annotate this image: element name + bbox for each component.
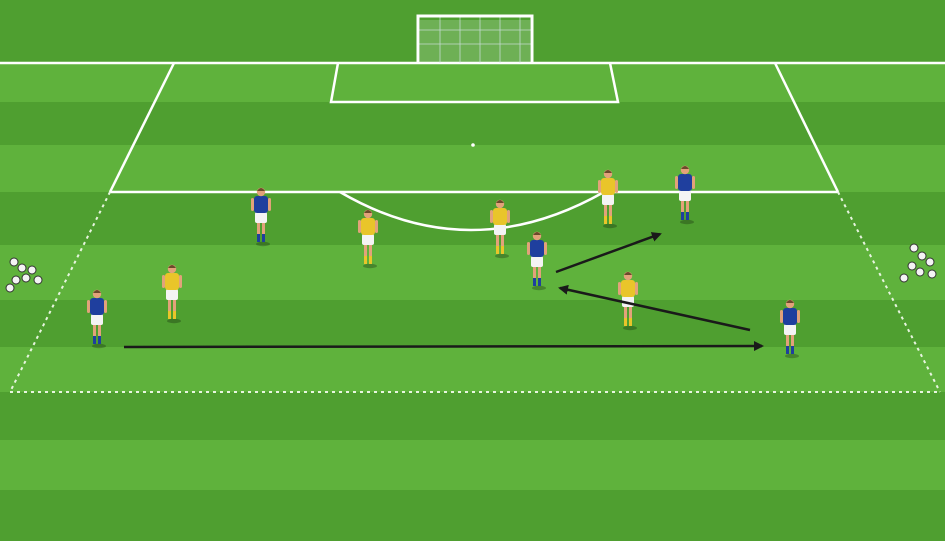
pass-arrow <box>124 346 762 347</box>
grass-stripe <box>0 347 945 392</box>
grass-stripe <box>0 145 945 192</box>
goal <box>418 16 532 63</box>
grass-stripe <box>0 490 945 541</box>
grass-stripe <box>0 392 945 440</box>
grass-stripe <box>0 440 945 490</box>
penalty-spot <box>471 143 475 147</box>
grass-stripe <box>0 300 945 347</box>
grass-stripe <box>0 63 945 102</box>
grass-stripe <box>0 192 945 245</box>
grass-stripe <box>0 245 945 300</box>
